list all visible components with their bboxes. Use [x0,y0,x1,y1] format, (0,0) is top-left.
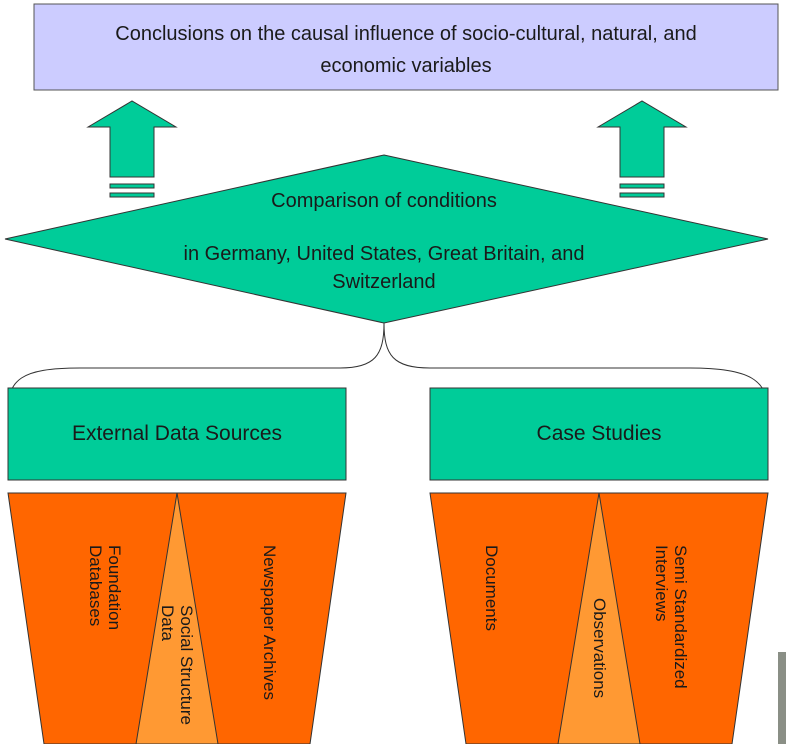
comparison-title: Comparison of conditions [271,190,497,212]
conclusions-text: Conclusions on the causal influence of s… [34,18,778,82]
observations-label: Observations [590,598,609,699]
foundation-line-1: Foundation [105,545,124,631]
observations-wedge [557,492,641,744]
case-studies-title: Case Studies [536,422,662,445]
social-structure-wedge [135,492,219,744]
conclusions-box [33,3,779,91]
left-up-arrow-icon [86,100,178,198]
external-data-sources-box [7,387,347,481]
social-line-1: Social Structure [177,605,196,725]
newspaper-archives-label: Newspaper Archives [260,545,279,700]
grouping-brace [7,322,769,413]
foundation-databases-label: Foundation Databases [86,545,124,630]
comparison-line-2: in Germany, United States, Great Britain… [183,243,585,265]
documents-label: Documents [482,545,501,631]
semi-standardized-interviews-label: Semi Standardized Interviews [652,545,690,689]
semi-line-2: Interviews [652,545,671,622]
comparison-diamond [4,154,769,324]
comparison-countries: in Germany, United States, Great Britain… [84,240,684,296]
social-structure-label: Social Structure Data [158,605,196,725]
foundation-line-2: Databases [86,545,105,627]
conclusions-line-1: Conclusions on the causal influence of s… [115,23,697,45]
right-up-arrow-icon [596,100,688,198]
conclusions-line-2: economic variables [320,55,492,77]
case-studies-box [429,387,769,481]
social-line-2: Data [158,605,177,641]
comparison-line-3: Switzerland [332,271,436,293]
photo-fragment [778,652,786,744]
external-data-sources-title: External Data Sources [71,422,283,445]
semi-line-1: Semi Standardized [671,545,690,689]
